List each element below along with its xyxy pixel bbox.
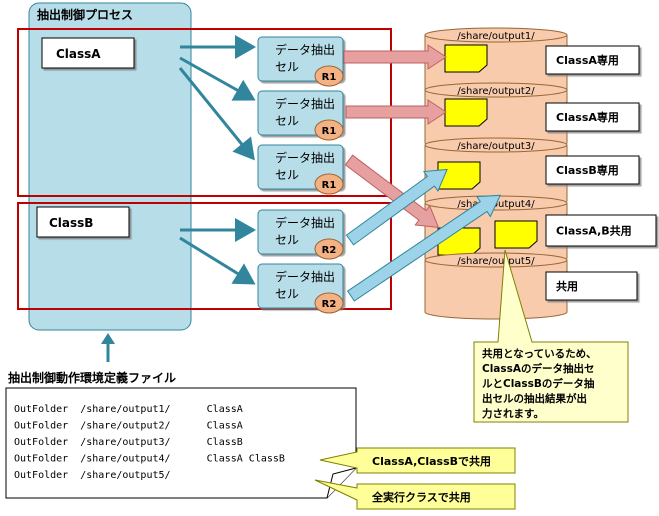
folder-cylinder: /share/output5/ <box>424 252 568 320</box>
extraction-cells: データ抽出セルR1データ抽出セルR1データ抽出セルR1データ抽出セルR2データ抽… <box>257 36 344 314</box>
badge-circle <box>314 65 344 87</box>
class-b-label: ClassB <box>49 216 93 230</box>
folder-label: ClassA,B共用 <box>556 224 632 238</box>
process-title: 抽出制御プロセス <box>37 7 133 22</box>
cell-label: セル <box>275 233 299 247</box>
file-icon <box>444 44 488 73</box>
callout-line: ルとClassBのデータ抽 <box>482 377 595 390</box>
cell-label: データ抽出 <box>275 42 335 57</box>
folder-label-box: ClassA専用 <box>545 45 640 75</box>
folder-label-box: ClassA専用 <box>545 102 640 132</box>
folder-label-box: ClassA,B共用 <box>545 214 657 247</box>
folder-label-box: 共用 <box>545 271 638 301</box>
badge-label: R1 <box>322 72 337 83</box>
folder-cylinder: /share/output2/ <box>424 82 568 151</box>
folder-label: ClassA専用 <box>556 53 619 67</box>
folder-cylinder: /share/output3/ <box>424 137 568 209</box>
cell-label: セル <box>275 60 299 74</box>
folder-path: /share/output1/ <box>457 31 535 42</box>
badge-label: R1 <box>322 126 337 137</box>
callout-all-classes-text: 全実行クラスで共用 <box>371 490 471 504</box>
folder-path: /share/output2/ <box>457 86 535 97</box>
class-a-box: ClassA <box>41 37 135 69</box>
cell-label: セル <box>275 114 299 128</box>
config-arrow <box>101 333 115 362</box>
file-icon <box>494 220 538 249</box>
blue-arrows <box>345 168 502 302</box>
badge-circle <box>314 173 344 195</box>
callout-line: ClassAのデータ抽出セ <box>482 362 595 375</box>
group-b-border <box>17 202 392 310</box>
cell-label: データ抽出 <box>275 150 335 165</box>
config-file: 抽出制御動作環境定義ファイル OutFolder /share/output1/… <box>5 370 357 499</box>
folder-path: /share/output5/ <box>457 256 535 267</box>
badge-circle <box>314 238 344 260</box>
badge-circle <box>314 119 344 141</box>
output-folders: /share/output1/ /share/output2/ /share/out… <box>424 27 568 320</box>
folder-cylinder: /share/output1/ <box>424 27 568 98</box>
class-a-label: ClassA <box>56 47 101 61</box>
file-icon <box>444 98 488 127</box>
cell-label: セル <box>275 287 299 301</box>
config-line: OutFolder /share/output3/ ClassB <box>14 437 243 448</box>
class-b-box: ClassB <box>36 206 130 238</box>
cell-label: セル <box>275 168 299 182</box>
callout-shared-ab: ClassA,ClassBで共用 <box>319 447 516 474</box>
config-file-title: 抽出制御動作環境定義ファイル <box>8 370 176 385</box>
badge-label: R1 <box>322 180 337 191</box>
callout-line: 力されます。 <box>482 407 544 420</box>
folder-label: ClassA専用 <box>556 110 619 124</box>
config-line: OutFolder /share/output1/ ClassA <box>14 404 243 415</box>
folder-path: /share/output3/ <box>457 141 535 152</box>
config-line: OutFolder /share/output2/ ClassA <box>14 421 243 432</box>
callout-shared-ab-text: ClassA,ClassBで共用 <box>372 454 491 468</box>
callout-line: 共用となっているため、 <box>482 347 597 360</box>
callout-all-classes: 全実行クラスで共用 <box>314 479 516 510</box>
folder-label: ClassB専用 <box>556 163 619 177</box>
callout-line: 出セルの抽出結果が出 <box>482 392 587 405</box>
shared-callout: 共用となっているため、 ClassAのデータ抽出セルとClassBのデータ抽出セル… <box>473 249 629 423</box>
config-line: OutFolder /share/output5/ <box>14 470 171 481</box>
red-arrows <box>343 44 447 228</box>
process-container: 抽出制御プロセス <box>28 2 192 331</box>
cell-label: データ抽出 <box>275 269 335 284</box>
cell-label: データ抽出 <box>275 96 335 111</box>
badge-circle <box>314 292 344 314</box>
config-line: OutFolder /share/output4/ ClassA ClassB <box>14 454 285 465</box>
class-to-cell-arrows <box>178 35 256 285</box>
badge-label: R2 <box>322 245 337 256</box>
folder-label: 共用 <box>556 279 578 293</box>
folder-label-box: ClassB専用 <box>545 155 640 185</box>
cell-label: データ抽出 <box>275 215 335 230</box>
badge-label: R2 <box>322 299 337 310</box>
